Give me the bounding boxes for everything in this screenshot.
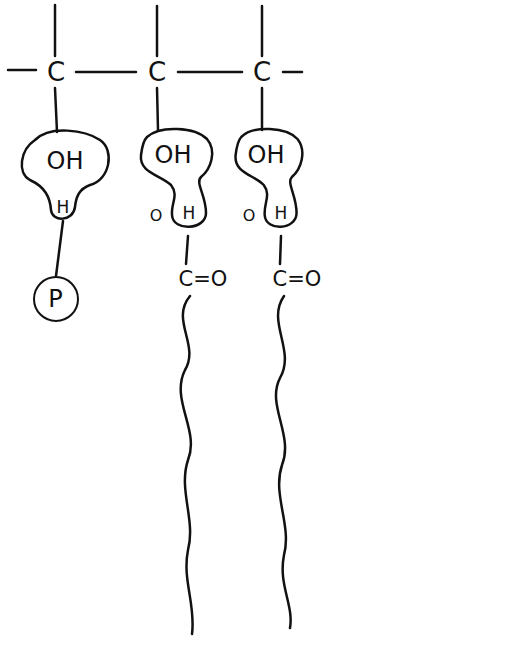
bond-line xyxy=(280,236,281,264)
bond-line xyxy=(156,6,159,56)
oxygen-label: O xyxy=(150,208,163,224)
blob-outline xyxy=(236,129,303,227)
carbon-label: C xyxy=(148,59,166,85)
phosphate-circle: P xyxy=(33,276,79,322)
bond-line xyxy=(283,71,302,74)
carbon-label: C xyxy=(253,59,271,85)
hydroxyl-blob: OH H xyxy=(135,125,215,235)
blob-outline xyxy=(230,125,305,235)
group-text: OH xyxy=(47,149,84,173)
blob-outline xyxy=(22,131,109,219)
bond-line xyxy=(261,88,264,130)
bond-line xyxy=(157,88,158,130)
atom-text: H xyxy=(183,205,196,222)
group-text: OH xyxy=(248,143,285,167)
atom-text: H xyxy=(275,205,288,222)
atom-text: H xyxy=(57,199,70,216)
fatty-acid-tail xyxy=(276,296,291,628)
oxygen-label: O xyxy=(243,208,256,224)
bond-connector xyxy=(56,221,63,276)
carbonyl-label: C=O xyxy=(273,269,322,290)
blob-outline xyxy=(141,129,212,227)
blob-outline xyxy=(135,125,215,235)
bond-line xyxy=(8,69,36,72)
group-text: OH xyxy=(155,143,192,167)
hydroxyl-blob: OH H xyxy=(230,125,305,235)
carbon-label: C xyxy=(47,59,65,85)
fatty-acid-tail xyxy=(181,296,193,634)
group-text: P xyxy=(48,287,62,311)
bond-line xyxy=(55,88,57,132)
bond-line xyxy=(178,71,242,74)
bond-line xyxy=(54,5,57,56)
carbonyl-label: C=O xyxy=(179,269,228,290)
hydroxyl-blob: OH H xyxy=(15,125,115,225)
bond-line xyxy=(76,71,136,74)
bond-line xyxy=(261,6,264,56)
bond-line xyxy=(186,236,188,264)
